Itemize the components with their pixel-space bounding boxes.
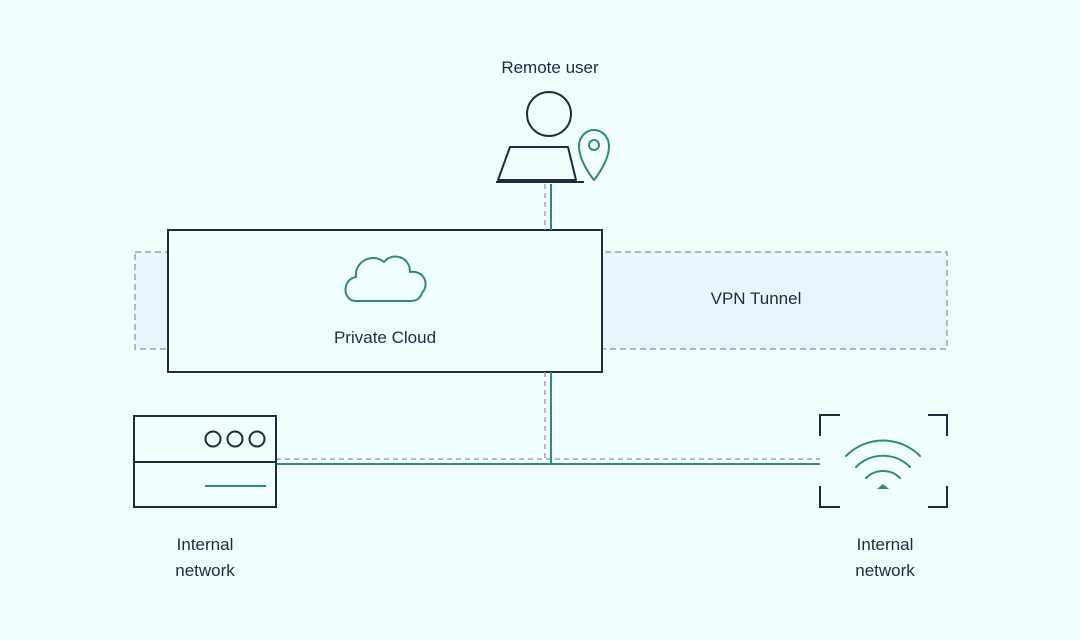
wifi-icon — [845, 439, 921, 479]
location-pin-dot — [588, 139, 600, 151]
internal-network-left-label: Internal network — [175, 535, 235, 580]
wifi-dot — [877, 484, 889, 489]
laptop-icon — [496, 146, 584, 183]
cloud-icon — [344, 255, 427, 302]
remote-user-head-icon — [526, 91, 572, 137]
server-light-icon — [248, 430, 266, 448]
frame-corner-top-right — [928, 414, 948, 436]
internal-network-right-label: Internal network — [855, 535, 915, 580]
frame-corner-bottom-left — [819, 486, 840, 508]
vpn-tunnel-label: VPN Tunnel — [710, 289, 802, 308]
remote-user-label: Remote user — [501, 58, 599, 77]
server-light-icon — [226, 430, 244, 448]
location-pin-icon — [578, 129, 610, 181]
server-light-icon — [204, 430, 222, 448]
private-cloud-label: Private Cloud — [333, 328, 437, 347]
frame-corner-top-left — [819, 414, 840, 436]
frame-corner-bottom-right — [928, 486, 948, 508]
